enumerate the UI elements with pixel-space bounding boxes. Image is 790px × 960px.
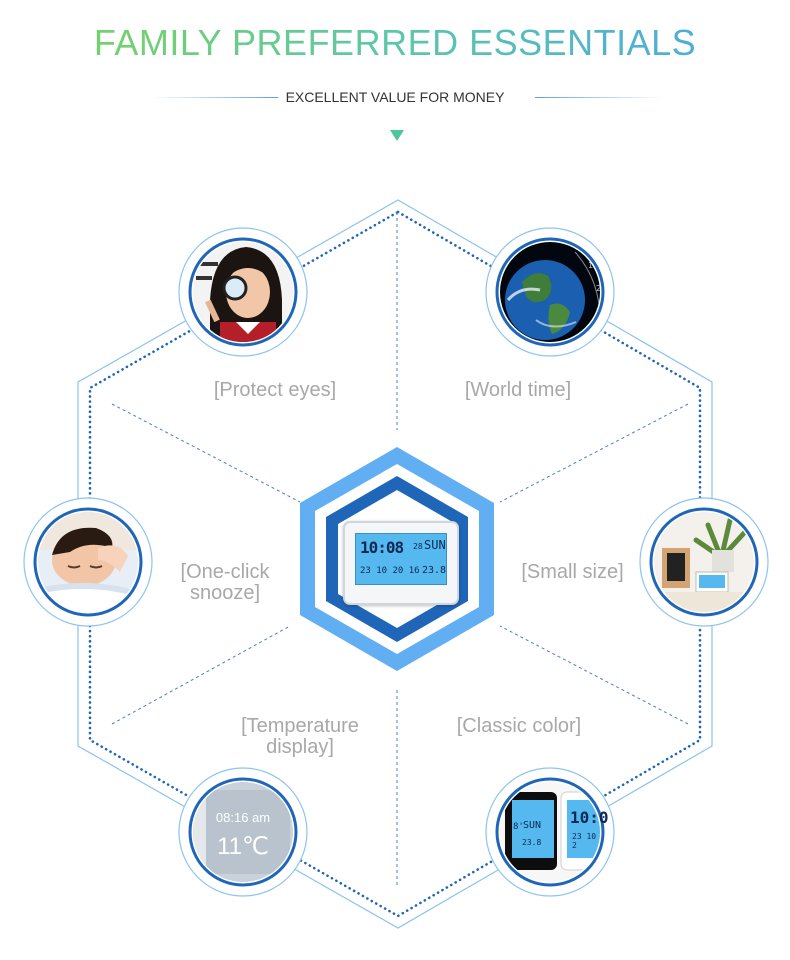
black-clock-temp: 23.8 xyxy=(522,838,542,847)
earth-photo: 1 2 3 xyxy=(500,242,601,342)
two-color-clocks-photo xyxy=(500,782,600,882)
label-temperature-display-line2: display] xyxy=(266,736,334,758)
svg-text:2: 2 xyxy=(596,284,601,293)
down-arrow-icon xyxy=(390,130,404,141)
label-world-time: [World time] xyxy=(464,379,572,401)
label-small-size: [Small size] xyxy=(521,561,624,583)
subtitle-line-right xyxy=(535,97,663,98)
page-title: FAMILY PREFERRED ESSENTIALS xyxy=(0,22,790,64)
divider-lines xyxy=(111,212,689,888)
label-one-click-snooze-line2: snooze] xyxy=(189,582,261,604)
svg-text:1: 1 xyxy=(588,261,593,270)
black-clock-day: SUN xyxy=(523,820,542,831)
center-clock-product: 10:08 28 SUN 23 10 20 16 23.8 xyxy=(343,521,459,605)
girl-magnifier-photo xyxy=(193,242,293,342)
label-protect-eyes: [Protect eyes] xyxy=(213,379,337,401)
white-clock-time: 10:0 xyxy=(570,808,609,827)
clock-screen: 10:08 28 SUN 23 10 20 16 23.8 xyxy=(355,533,447,585)
outer-hexagon xyxy=(77,199,713,929)
label-temperature-display-line1: [Temperature xyxy=(241,715,359,737)
dotted-hexagon xyxy=(88,210,702,918)
clock-temperature: 23.8 xyxy=(422,565,447,576)
clock-seconds: 28 xyxy=(413,542,423,551)
subtitle-row: EXCELLENT VALUE FOR MONEY xyxy=(0,88,790,108)
temperature-photo-value: 11℃ xyxy=(217,833,269,860)
label-one-click-snooze-line1: [One-click xyxy=(180,561,270,583)
black-clock-left: 8' xyxy=(513,822,524,832)
label-one-click-snooze: [One-click snooze] xyxy=(150,562,300,604)
classic-color-overlay: SUN 8' 23.8 10:0 23 10 2 xyxy=(500,782,609,882)
temperature-overlay: 08:16 am 11℃ xyxy=(193,782,293,882)
clock-date: 23 10 20 16 xyxy=(360,566,420,576)
page-subtitle: EXCELLENT VALUE FOR MONEY xyxy=(285,89,505,105)
label-classic-color: [Classic color] xyxy=(456,715,582,737)
white-clock-date: 23 10 2 xyxy=(572,832,597,850)
temperature-photo-time: 08:16 am xyxy=(215,810,271,825)
clock-day: SUN xyxy=(424,538,446,552)
subtitle-line-left xyxy=(150,97,278,98)
label-temperature-display: [Temperature display] xyxy=(215,716,385,758)
clock-time: 10:08 xyxy=(360,538,404,557)
